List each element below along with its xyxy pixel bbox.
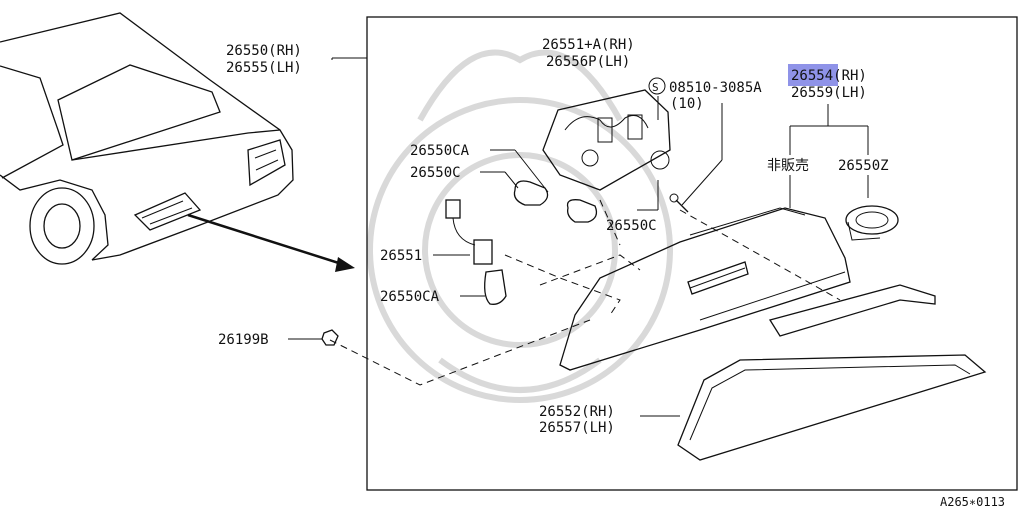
assembly-dashed-lines <box>329 199 841 386</box>
part-label-screw[interactable]: S 08510-3085A (10) <box>648 77 762 112</box>
seal-ring-part <box>845 205 899 241</box>
part-label-bulb-ca-top[interactable]: 26550CA <box>410 143 470 159</box>
leader-lines <box>288 57 869 417</box>
outer-gasket-part <box>677 354 987 461</box>
svg-text:26559(LH): 26559(LH) <box>791 85 867 101</box>
part-label-socket[interactable]: 26551 <box>380 248 422 264</box>
part-label-seal-ring[interactable]: 26550Z <box>838 158 889 174</box>
bulb-c-left <box>566 199 598 223</box>
svg-text:26550(RH): 26550(RH) <box>226 43 302 59</box>
svg-text:S: S <box>652 81 659 94</box>
highlight-26554 <box>788 64 838 86</box>
svg-text:26557(LH): 26557(LH) <box>539 420 615 436</box>
svg-text:(10): (10) <box>670 96 704 112</box>
bulb-ca-bottom <box>484 269 507 305</box>
footer-code: A265∗0113 <box>940 495 1005 509</box>
svg-text:26556P(LH): 26556P(LH) <box>546 54 630 70</box>
inner-seal-strip <box>768 284 936 337</box>
part-label-bulb-c-left[interactable]: 26550C <box>410 165 461 181</box>
part-label-housing[interactable]: 26551+A(RH) 26556P(LH) <box>542 37 635 70</box>
diagram-frame <box>366 16 1018 491</box>
svg-text:08510-3085A: 08510-3085A <box>669 80 762 96</box>
housing-part <box>542 89 671 191</box>
part-label-lens[interactable]: 26554(RH) 26559(LH) <box>791 68 867 101</box>
nut-part <box>321 329 339 346</box>
part-label-bulb-c-right[interactable]: 26550C <box>606 218 657 234</box>
bulb-ca-top <box>513 180 549 206</box>
part-label-assembly[interactable]: 26550(RH) 26555(LH) <box>226 43 302 76</box>
car-rear-illustration <box>0 12 294 265</box>
lens-body <box>559 207 851 371</box>
part-label-gasket[interactable]: 26552(RH) 26557(LH) <box>539 404 615 436</box>
svg-text:26552(RH): 26552(RH) <box>539 404 615 420</box>
socket-part <box>445 199 493 265</box>
screw-part <box>669 193 689 213</box>
part-label-bulb-ca-bottom[interactable]: 26550CA <box>380 289 440 305</box>
label-not-sold: 非販売 <box>767 158 809 174</box>
part-label-nut[interactable]: 26199B <box>218 332 269 348</box>
watermark-emblem <box>367 49 673 403</box>
svg-text:26554(RH): 26554(RH) <box>791 68 867 84</box>
pointer-arrow <box>187 213 355 272</box>
svg-text:26551+A(RH): 26551+A(RH) <box>542 37 635 53</box>
svg-text:26555(LH): 26555(LH) <box>226 60 302 76</box>
